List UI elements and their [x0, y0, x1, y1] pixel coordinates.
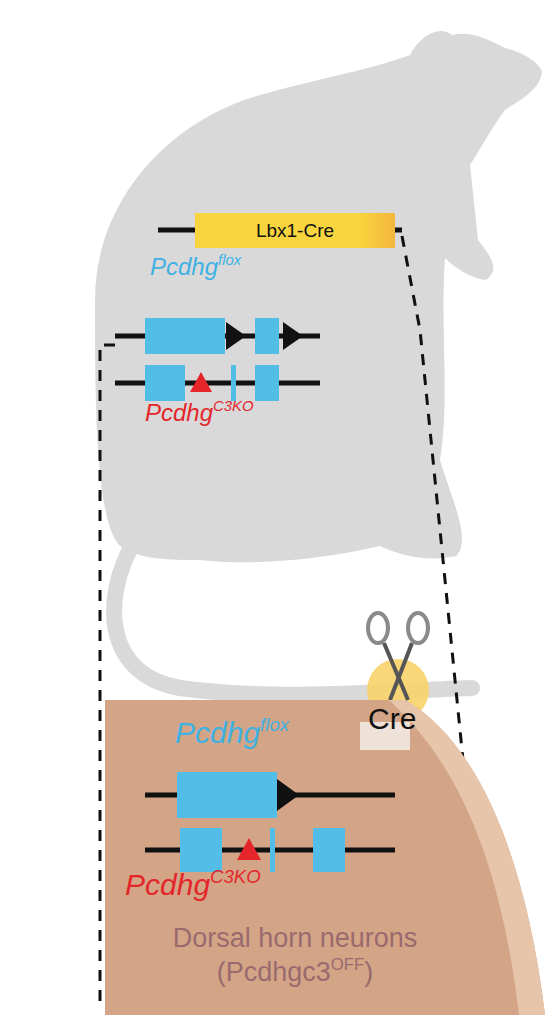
c3ko-allele-label: PcdhgC3KO — [125, 868, 261, 901]
gene-name: Pcdhg — [145, 399, 213, 426]
panel-subtitle: ) — [364, 957, 373, 987]
panel-superscript: OFF — [331, 955, 364, 974]
c3ko-allele-label: PcdhgC3KO — [145, 400, 254, 426]
brain-region-panel: Dorsal horn neurons(Pcdhgc3OFF) — [105, 700, 545, 1015]
loxp-site — [277, 779, 299, 811]
panel-title: Dorsal horn neurons — [105, 922, 485, 956]
transgene-box: Lbx1-Cre — [195, 213, 395, 248]
dorsal-horn-shape — [105, 700, 545, 1015]
allele-superscript: flox — [218, 252, 241, 268]
cre-label: Cre — [368, 702, 416, 735]
exon-box — [255, 318, 279, 354]
exon-box — [180, 828, 222, 872]
allele-superscript: flox — [260, 714, 289, 735]
panel-subtitle: (Pcdhgc3 — [217, 957, 331, 987]
exon-box — [177, 772, 277, 818]
exon-box — [255, 365, 279, 401]
scissors-icon — [368, 613, 428, 700]
gene-name: Pcdhg — [150, 253, 218, 280]
panel-caption: Dorsal horn neurons(Pcdhgc3OFF) — [105, 922, 485, 990]
flox-allele-label: Pcdhgflox — [150, 254, 241, 280]
exon-box — [145, 365, 185, 401]
mouse-body — [95, 31, 542, 562]
transgene-label: Lbx1-Cre — [256, 220, 334, 242]
gene-name: Pcdhg — [175, 716, 260, 749]
gene-name: Pcdhg — [125, 868, 210, 901]
allele-superscript: C3KO — [213, 398, 254, 414]
allele-superscript: C3KO — [210, 866, 261, 887]
exon-box — [313, 828, 345, 872]
flox-allele-label: Pcdhgflox — [175, 716, 289, 749]
exon-box — [270, 828, 275, 872]
c3-mutation — [237, 838, 261, 860]
loxp-site — [226, 322, 246, 350]
exon-box — [231, 365, 236, 401]
c3-mutation — [190, 372, 212, 392]
loxp-site — [283, 322, 303, 350]
panel-subtitle-line: (Pcdhgc3OFF) — [105, 956, 485, 990]
exon-box — [145, 318, 225, 354]
dorsal-horn-edge — [389, 700, 545, 1015]
